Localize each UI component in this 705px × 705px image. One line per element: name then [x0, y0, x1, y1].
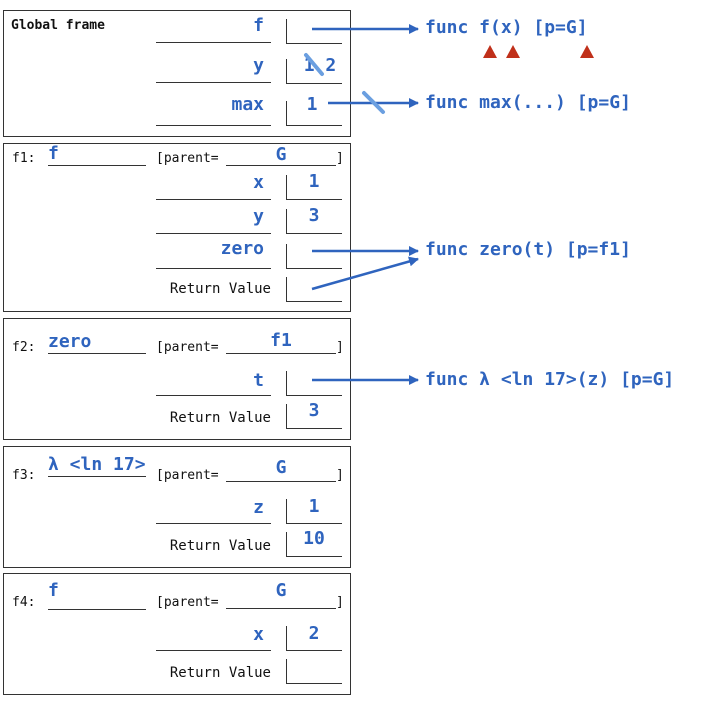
global-var-max-value: 1: [306, 94, 318, 115]
frame-f3-parent-prefix: [parent=: [156, 468, 219, 483]
frame-f1-bracket: ]: [336, 151, 344, 166]
frame-f4-var-x-box: [286, 626, 342, 651]
frame-f1-label: f1:: [12, 151, 36, 166]
frame-f1-return-box: [286, 277, 342, 302]
frame-f4-name: f: [48, 580, 146, 610]
frame-f1-var-x-name: x: [253, 172, 264, 193]
frame-f1-parent-prefix: [parent=: [156, 151, 219, 166]
marker-triangle-icon: [483, 45, 497, 58]
global-var-max-line: [156, 125, 271, 126]
frame-f2-return-box: [286, 404, 342, 429]
marker-triangle-icon: [506, 45, 520, 58]
frame-f1-var-zero-name: zero: [220, 238, 264, 259]
frame-f3: f3: λ <ln 17> [parent= G ] z 1 Return Va…: [3, 446, 351, 568]
frame-f1-var-y-value: 3: [308, 205, 320, 226]
global-frame-title: Global frame: [11, 18, 105, 33]
frame-f2: f2: zero [parent= f1 ] t Return Value 3: [3, 318, 351, 440]
frame-f3-var-z-box: [286, 499, 342, 524]
frame-f3-return-box: [286, 532, 342, 557]
func-max-label: func max(...) [p=G]: [425, 92, 631, 113]
frame-f1-var-y-name: y: [253, 206, 264, 227]
frame-f2-parent: f1: [270, 330, 292, 351]
frame-f2-parent-prefix: [parent=: [156, 340, 219, 355]
func-f-label: func f(x) [p=G]: [425, 17, 588, 38]
marker-triangle-icon: [580, 45, 594, 58]
frame-f3-bracket: ]: [336, 468, 344, 483]
frame-f2-var-t-name: t: [253, 370, 264, 391]
frame-f3-parent-line: [226, 460, 336, 482]
frame-f4-parent-prefix: [parent=: [156, 595, 219, 610]
frame-f1-var-zero-box: [286, 244, 342, 269]
frame-f1-return-label: Return Value: [169, 281, 271, 297]
frame-f4: f4: f [parent= G ] x 2 Return Value: [3, 573, 351, 695]
frame-f1-var-zero-line: [156, 268, 271, 269]
frame-f2-return-label: Return Value: [169, 410, 271, 426]
frame-f4-parent: G: [275, 580, 287, 601]
frame-f3-var-z-line: [156, 523, 271, 524]
func-zero-label: func zero(t) [p=f1]: [425, 239, 631, 260]
frame-f1-parent: G: [275, 144, 287, 165]
frame-f4-var-x-value: 2: [308, 623, 320, 644]
frame-f3-label: f3:: [12, 468, 36, 483]
frame-f4-return-box: [286, 659, 342, 684]
frame-f1-parent-line: [226, 144, 336, 166]
global-var-f-line: [156, 42, 271, 43]
frame-f2-name: zero: [48, 332, 146, 354]
frame-f4-var-x-line: [156, 650, 271, 651]
global-frame: Global frame f y 1 2 max 1: [3, 10, 351, 137]
frame-f1-var-x-value: 1: [308, 171, 320, 192]
frame-f2-bracket: ]: [336, 340, 344, 355]
frame-f1-var-x-box: [286, 175, 342, 200]
frame-f2-return-value: 3: [308, 400, 320, 421]
frame-f1: f1: f [parent= G ] x 1 y 3 zero Return V…: [3, 143, 351, 312]
frame-f3-return-value: 10: [303, 528, 325, 549]
frame-f3-return-label: Return Value: [169, 538, 271, 554]
frame-f3-parent: G: [275, 457, 287, 478]
frame-f4-label: f4:: [12, 595, 36, 610]
strike-global-y-old-value: [304, 53, 324, 76]
frame-f2-var-t-box: [286, 371, 342, 396]
frame-f4-var-x-name: x: [253, 624, 264, 645]
frame-f4-bracket: ]: [336, 595, 344, 610]
frame-f1-var-y-box: [286, 209, 342, 234]
frame-f3-var-z-value: 1: [308, 496, 320, 517]
global-var-max-box: [286, 101, 342, 126]
frame-f4-parent-line: [226, 587, 336, 609]
global-var-f-box: [286, 19, 342, 44]
frame-f1-var-y-line: [156, 233, 271, 234]
strike-max-old-arrow: [362, 91, 385, 114]
func-lambda-label: func λ <ln 17>(z) [p=G]: [425, 369, 675, 390]
global-var-y-name: y: [253, 55, 264, 76]
global-var-y-line: [156, 82, 271, 83]
frame-f2-var-t-line: [156, 395, 271, 396]
frame-f2-label: f2:: [12, 340, 36, 355]
frame-f2-parent-line: [226, 332, 336, 354]
global-var-y-box: [286, 59, 342, 84]
frame-f1-var-x-line: [156, 199, 271, 200]
frame-f1-name: f: [48, 144, 146, 166]
global-var-f-name: f: [253, 15, 264, 36]
arrow-f1-return-to-func-zero: [311, 256, 419, 291]
frame-f3-name: λ <ln 17>: [48, 454, 146, 477]
frame-f3-var-z-name: z: [253, 497, 264, 518]
frame-f4-return-label: Return Value: [169, 665, 271, 681]
global-var-max-name: max: [231, 94, 264, 115]
